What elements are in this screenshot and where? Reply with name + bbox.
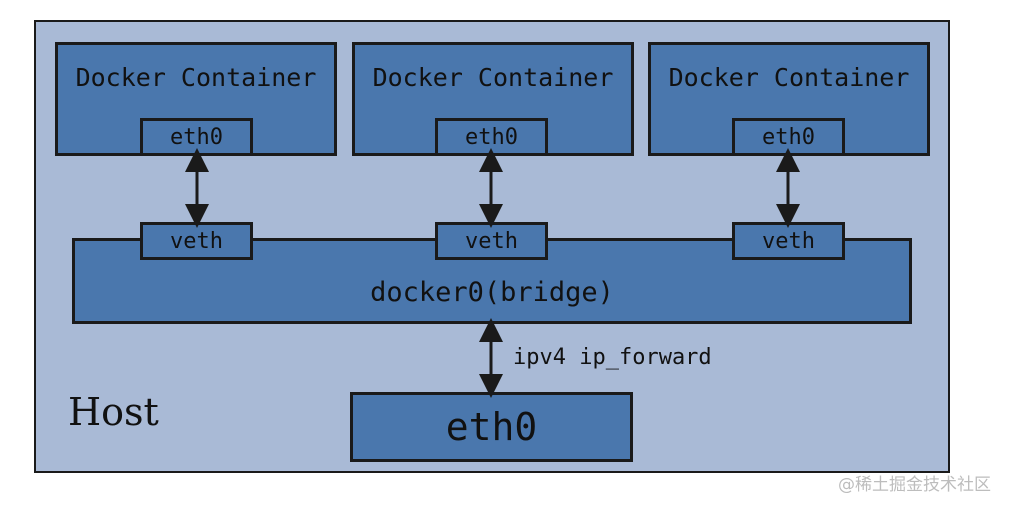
veth-1-label: veth xyxy=(170,228,223,254)
container-2-title: Docker Container xyxy=(372,63,614,92)
ip-forward-label: ipv4 ip_forward xyxy=(513,345,712,370)
veth-2: veth xyxy=(435,222,548,260)
container-3-title: Docker Container xyxy=(668,63,910,92)
host-eth0-label: eth0 xyxy=(445,405,538,449)
veth-2-label: veth xyxy=(465,228,518,254)
container-3-eth0-label: eth0 xyxy=(762,124,815,150)
bridge-label: docker0(bridge) xyxy=(370,276,614,308)
container-3-eth0: eth0 xyxy=(732,118,845,156)
veth-3: veth xyxy=(732,222,845,260)
veth-1: veth xyxy=(140,222,253,260)
container-1-eth0-label: eth0 xyxy=(170,124,223,150)
host-label: Host xyxy=(68,390,159,434)
veth-3-label: veth xyxy=(762,228,815,254)
container-2-eth0: eth0 xyxy=(435,118,548,156)
container-2-eth0-label: eth0 xyxy=(465,124,518,150)
watermark: @稀土掘金技术社区 xyxy=(838,475,991,495)
host-eth0: eth0 xyxy=(350,392,633,462)
container-1-title: Docker Container xyxy=(75,63,317,92)
container-1-eth0: eth0 xyxy=(140,118,253,156)
